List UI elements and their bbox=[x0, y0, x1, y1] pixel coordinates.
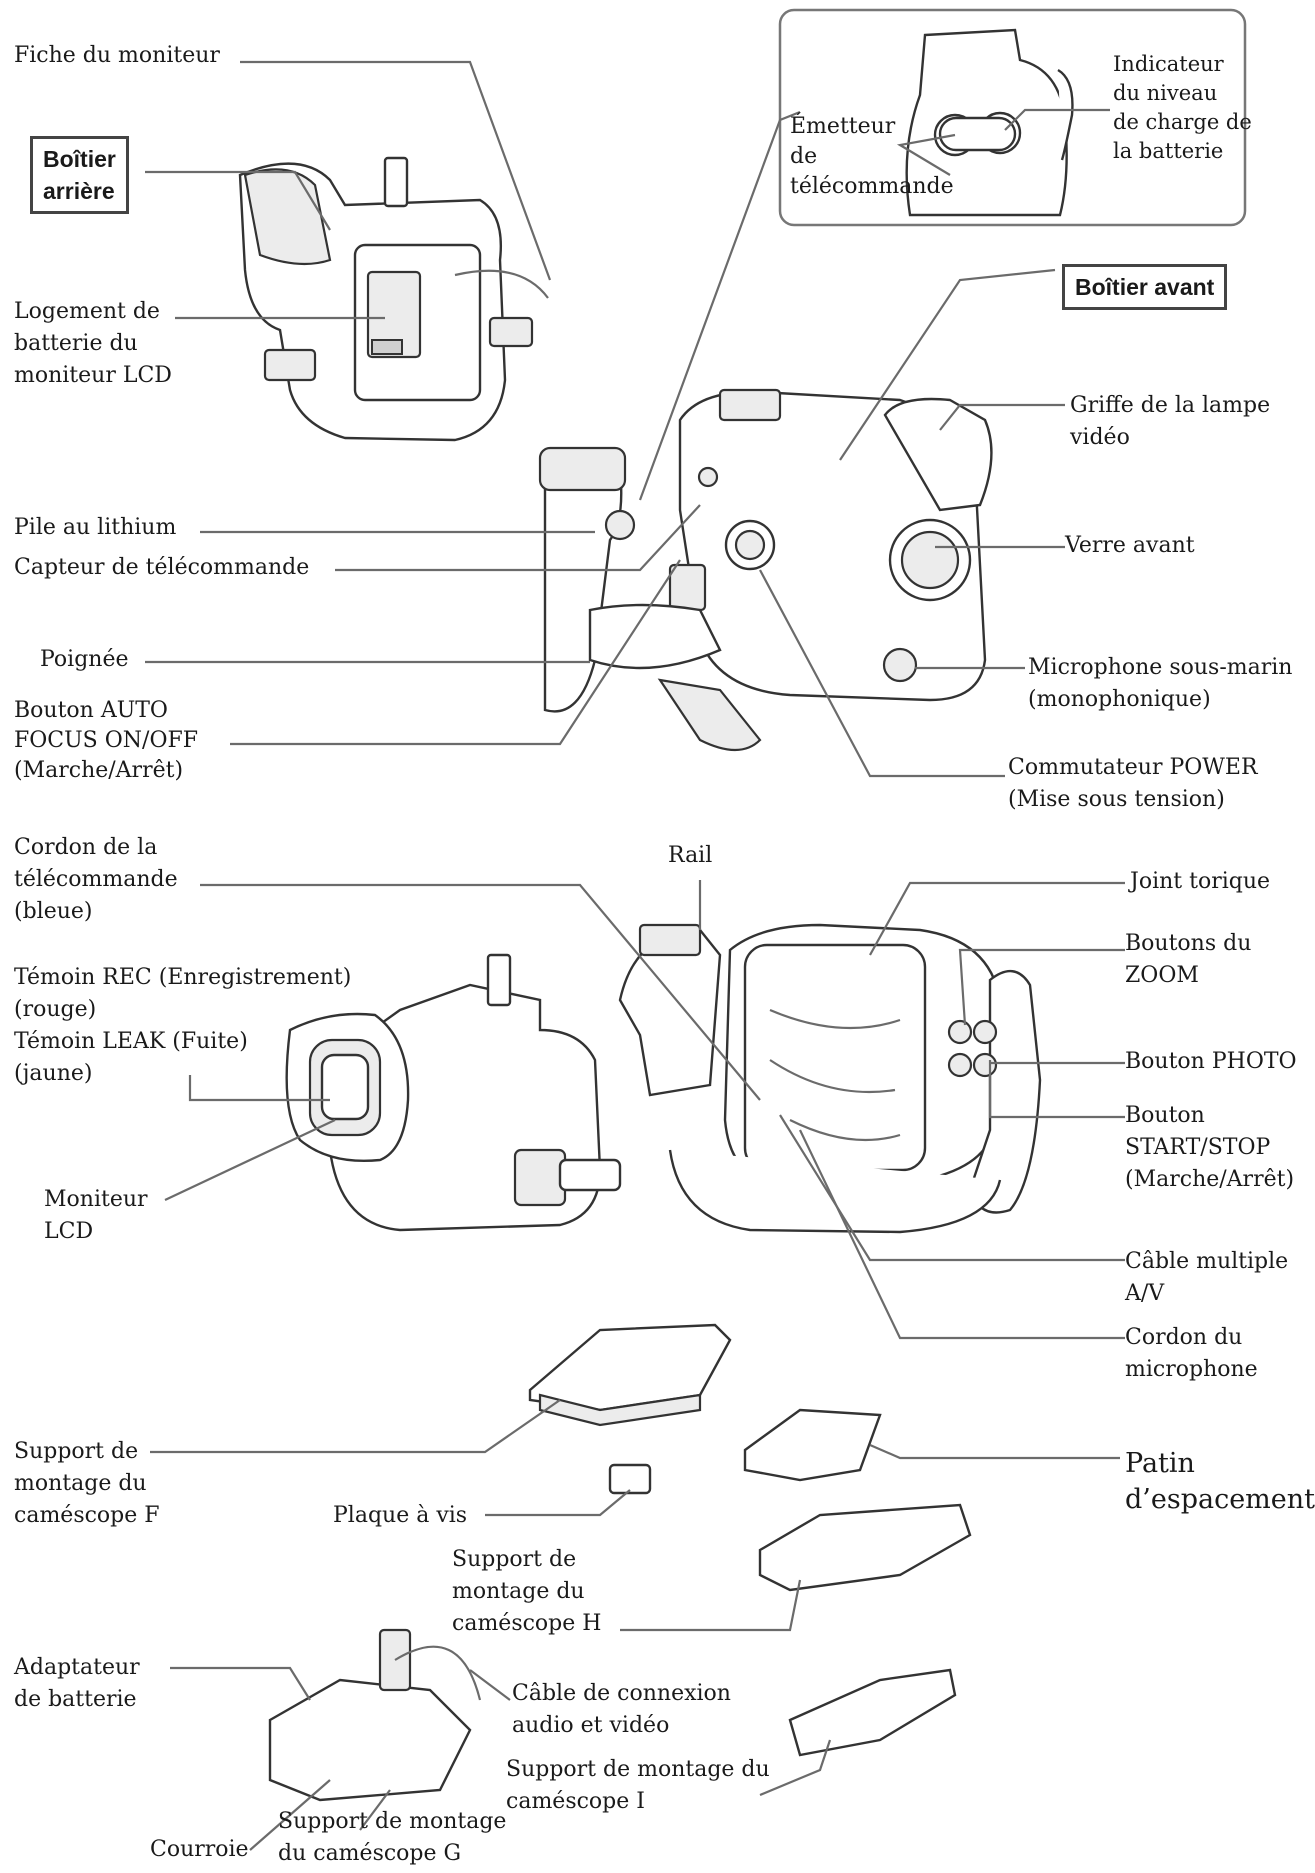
label-support-h: Support de montage du caméscope H bbox=[452, 1547, 602, 1636]
label-photo: Bouton PHOTO bbox=[1125, 1049, 1297, 1074]
label-power: Commutateur POWER (Mise sous tension) bbox=[1008, 755, 1258, 812]
label-temoins: Témoin REC (Enregistrement) (rouge) Témo… bbox=[14, 965, 352, 1086]
label-microphone: Microphone sous-marin (monophonique) bbox=[1028, 655, 1293, 712]
label-cable-multiple: Câble multiple A/V bbox=[1125, 1249, 1289, 1306]
label-logement-batterie: Logement de batterie du moniteur LCD bbox=[14, 299, 172, 388]
label-poignee: Poignée bbox=[40, 647, 129, 672]
label-courroie: Courroie bbox=[150, 1837, 249, 1862]
front-housing-illustration bbox=[538, 388, 993, 751]
label-pile: Pile au lithium bbox=[14, 515, 177, 540]
label-support-f: Support de montage du caméscope F bbox=[14, 1439, 160, 1528]
label-adaptateur: Adaptateur de batterie bbox=[14, 1655, 140, 1712]
rear-housing-illustration bbox=[238, 156, 549, 442]
label-patin: Patin d’espacement bbox=[1125, 1448, 1315, 1515]
label-startstop: Bouton START/STOP (Marche/Arrêt) bbox=[1125, 1103, 1295, 1192]
label-plaque: Plaque à vis bbox=[333, 1503, 468, 1528]
label-cordon-micro: Cordon du microphone bbox=[1125, 1325, 1258, 1382]
label-capteur: Capteur de télécommande bbox=[14, 555, 310, 580]
open-housing-illustration bbox=[618, 923, 1042, 1234]
label-rail: Rail bbox=[668, 843, 713, 868]
label-indicateur: Indicateur du niveau de charge de la bat… bbox=[1113, 52, 1252, 163]
label-autofocus: Bouton AUTO FOCUS ON/OFF (Marche/Arrêt) bbox=[14, 698, 199, 783]
label-fiche-moniteur: Fiche du moniteur bbox=[14, 43, 220, 68]
label-cordon-tele: Cordon de la télécommande (bleue) bbox=[14, 835, 178, 924]
lcd-monitor-illustration bbox=[285, 953, 622, 1232]
label-emetteur: Émetteur de télécommande bbox=[790, 114, 954, 199]
label-support-g: Support de montage du caméscope G bbox=[278, 1809, 507, 1866]
label-zoom: Boutons du ZOOM bbox=[1125, 931, 1252, 988]
rear-housing-label: Boîtier arrière bbox=[30, 136, 129, 214]
label-joint: Joint torique bbox=[1130, 869, 1271, 894]
front-housing-label: Boîtier avant bbox=[1062, 264, 1228, 310]
label-verre: Verre avant bbox=[1065, 533, 1195, 558]
accessories-illustration bbox=[268, 1323, 972, 1802]
label-moniteur-lcd: Moniteur LCD bbox=[44, 1187, 148, 1244]
label-support-i: Support de montage du caméscope I bbox=[506, 1757, 770, 1814]
leader-lines bbox=[145, 60, 1125, 1851]
label-cable-connexion: Câble de connexion audio et vidéo bbox=[512, 1681, 731, 1738]
label-griffe: Griffe de la lampe vidéo bbox=[1070, 393, 1271, 450]
